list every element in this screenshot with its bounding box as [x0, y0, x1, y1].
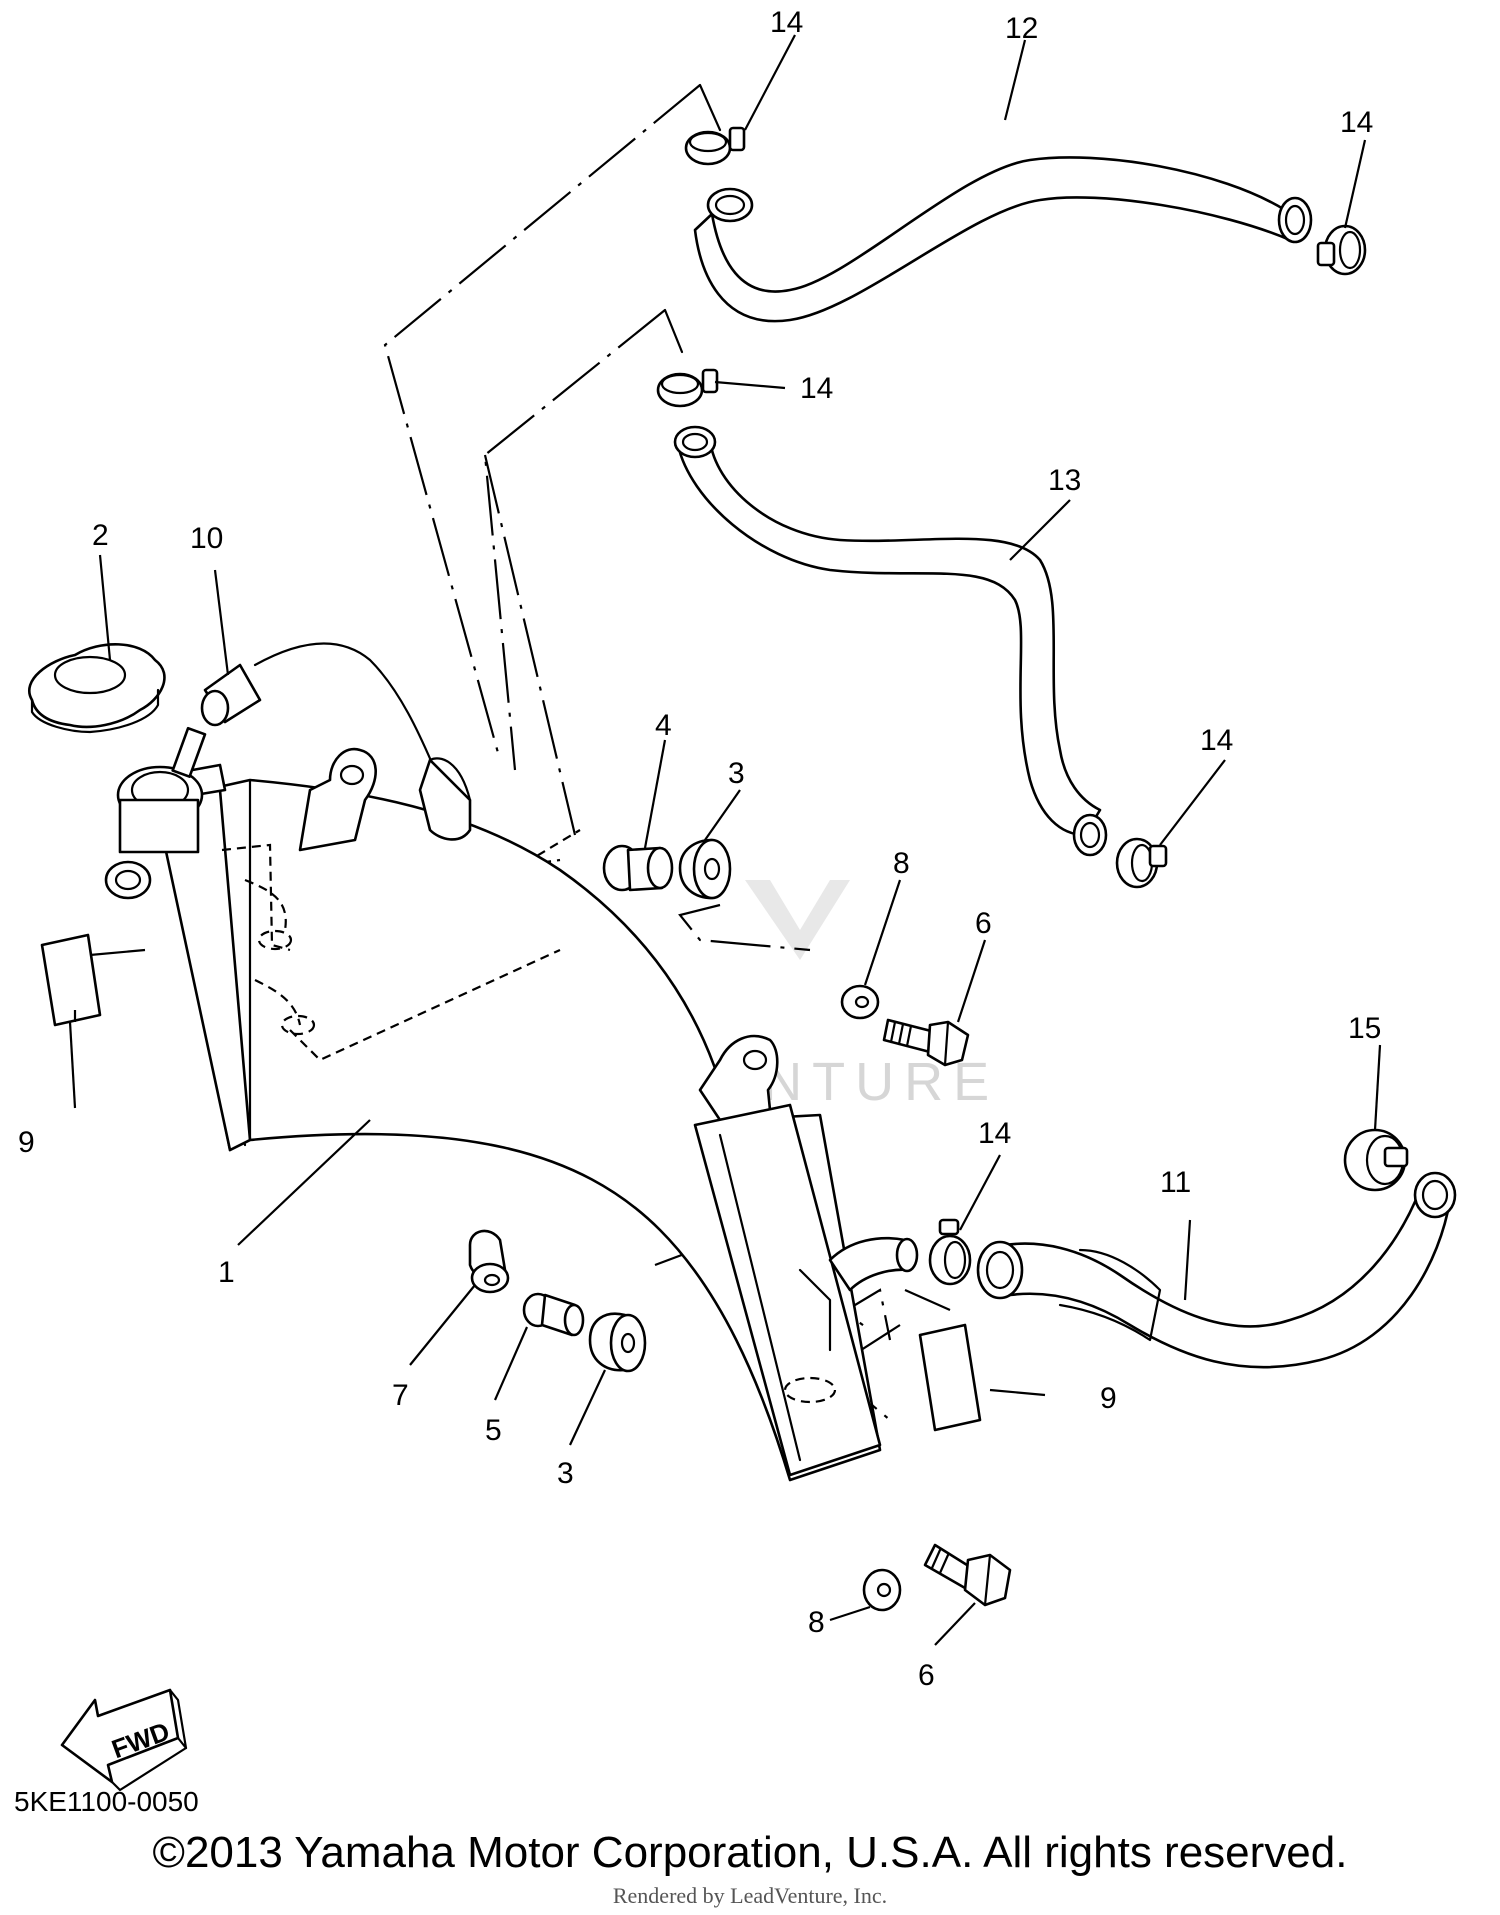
diagram-code: 5KE1100-0050 [14, 1786, 199, 1817]
callout-1: 1 [218, 1256, 235, 1289]
callout-7: 7 [392, 1379, 409, 1412]
hose-clamp [1115, 837, 1168, 889]
outlet-hose [976, 1171, 1457, 1369]
flange-nut [468, 1229, 510, 1294]
bolts [882, 1018, 1012, 1607]
copyright-notice: ©2013 Yamaha Motor Corporation, U.S.A. A… [152, 1828, 1348, 1877]
callout-14: 14 [800, 372, 833, 405]
hose-clamp [928, 1218, 972, 1286]
hose-clamps [656, 126, 1367, 1286]
callout-13: 13 [1048, 464, 1081, 497]
callout-3: 3 [557, 1457, 574, 1490]
hose-clamp [656, 368, 719, 408]
callout-2: 2 [92, 519, 109, 552]
callout-4: 4 [655, 709, 672, 742]
callout-3: 3 [728, 757, 745, 790]
callout-15: 15 [1348, 1012, 1381, 1045]
lower-hose [673, 425, 1108, 857]
labels [40, 933, 982, 1432]
callout-12: 12 [1005, 12, 1038, 45]
callout-10: 10 [190, 522, 223, 555]
collar-upper [602, 844, 674, 892]
leader-lines [68, 34, 1382, 1646]
callout-6: 6 [975, 907, 992, 940]
overflow-hose [200, 642, 472, 841]
radiator-cap [28, 643, 166, 734]
callout-14: 14 [1200, 724, 1233, 757]
radiator [104, 726, 919, 1482]
washers [840, 984, 902, 1612]
callouts: 14 12 14 14 13 14 2 10 4 3 8 6 15 14 11 … [18, 6, 1381, 1692]
hose-clamp-15 [1343, 1128, 1409, 1192]
callout-5: 5 [485, 1414, 502, 1447]
callout-11: 11 [1160, 1166, 1191, 1199]
upper-hose [693, 156, 1313, 323]
collar-lower [522, 1292, 585, 1337]
callout-8: 8 [893, 847, 910, 880]
callout-9: 9 [18, 1126, 35, 1159]
grommet-lower [588, 1312, 647, 1373]
callout-6: 6 [918, 1659, 935, 1692]
callout-14: 14 [978, 1117, 1011, 1150]
callout-8: 8 [808, 1606, 825, 1639]
grommet-upper [678, 838, 732, 900]
callout-14: 14 [1340, 106, 1373, 139]
callout-9: 9 [1100, 1382, 1117, 1415]
bolt [923, 1543, 1012, 1607]
bolt [882, 1018, 970, 1067]
hose-clamp [684, 126, 746, 166]
rendered-by-notice: Rendered by LeadVenture, Inc. [612, 1883, 888, 1908]
callout-14: 14 [770, 6, 803, 39]
hose-clamp [1316, 224, 1367, 276]
fwd-arrow: FWD [60, 1688, 188, 1792]
